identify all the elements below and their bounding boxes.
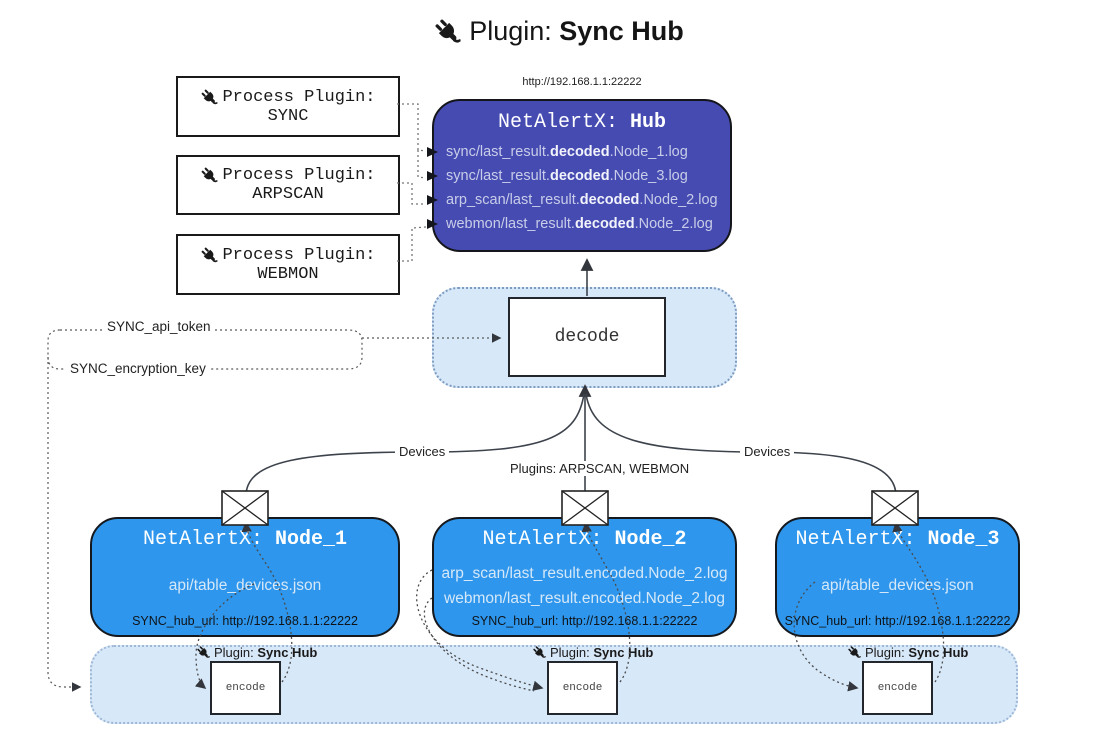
hub-log-line: sync/last_result.decoded.Node_1.log: [427, 140, 730, 164]
plugins-edge-label: Plugins: ARPSCAN, WEBMON: [506, 461, 694, 476]
plug-icon: [433, 17, 463, 47]
process-plugin-label: Process Plugin:: [222, 87, 376, 107]
node-file-line: api/table_devices.json: [168, 577, 322, 594]
edge-sync-plugin-to-hub1: [397, 103, 427, 152]
plug-icon: [847, 645, 862, 660]
encode-box-node3: encode: [862, 661, 933, 715]
netalertx-node2-box: NetAlertX: Node_2 arp_scan/last_result.e…: [432, 517, 737, 637]
hub-url-label: http://192.168.1.1:22222: [522, 76, 642, 88]
node-hub-url: SYNC_hub_url: http://192.168.1.1:22222: [784, 614, 1011, 628]
arrowhead-icon: [427, 147, 438, 157]
edge-secrets-to-encode-band: [47, 357, 82, 692]
process-plugin-label: Process Plugin:: [222, 166, 376, 185]
encode-plugin-label: Plugin: Sync Hub: [532, 645, 653, 660]
process-plugin-label: Process Plugin:: [222, 245, 376, 265]
plug-icon: [200, 166, 219, 185]
edge-sync-plugin-to-hub2: [417, 150, 427, 179]
decode-box: decode: [508, 297, 666, 377]
devices-edge-label-left: Devices: [395, 444, 450, 459]
node-hub-url: SYNC_hub_url: http://192.168.1.1:22222: [132, 614, 358, 628]
process-plugin-webmon-box: Process Plugin: WEBMON: [176, 234, 400, 295]
netalertx-hub-box: NetAlertX: Hub sync/last_result.decoded.…: [427, 99, 732, 252]
process-plugin-name: SYNC: [267, 106, 309, 126]
node-hub-url: SYNC_hub_url: http://192.168.1.1:22222: [471, 614, 698, 628]
sync-encryption-key-label: SYNC_encryption_key: [66, 361, 210, 376]
plug-icon: [200, 246, 219, 265]
encode-box-node1: encode: [210, 661, 281, 715]
process-plugin-sync-box: Process Plugin: SYNC: [176, 76, 400, 137]
devices-edge-label-right: Devices: [740, 444, 795, 459]
arrowhead-icon: [427, 219, 438, 229]
encode-box-node2: encode: [547, 661, 618, 715]
netalertx-node3-box: NetAlertX: Node_3 api/table_devices.json…: [775, 517, 1020, 637]
encode-plugin-label: Plugin: Sync Hub: [847, 645, 968, 660]
hub-header-prefix: NetAlertX:: [497, 111, 630, 134]
plug-icon: [196, 645, 211, 660]
sync-api-token-label: SYNC_api_token: [103, 319, 215, 334]
hub-header-name: Hub: [630, 111, 667, 134]
netalertx-node1-box: NetAlertX: Node_1 api/table_devices.json…: [90, 517, 400, 637]
title-prefix: Plugin:: [469, 16, 560, 46]
hub-log-line: arp_scan/last_result.decoded.Node_2.log: [427, 188, 730, 212]
process-plugin-name: WEBMON: [257, 264, 319, 284]
plug-icon: [200, 88, 219, 107]
node-file-line: webmon/last_result.encoded.Node_2.log: [444, 589, 725, 607]
hub-log-line: sync/last_result.decoded.Node_3.log: [427, 164, 730, 188]
diagram-title: Plugin: Sync Hub: [0, 16, 1117, 47]
node-name: Node_3: [927, 528, 1000, 551]
node-name: Node_1: [275, 528, 348, 551]
encode-plugin-label: Plugin: Sync Hub: [196, 645, 317, 660]
node-file-line: arp_scan/last_result.encoded.Node_2.log: [441, 564, 728, 582]
arrowhead-icon: [427, 171, 438, 181]
node-name: Node_2: [614, 528, 687, 551]
process-plugin-arpscan-box: Process Plugin: ARPSCAN: [176, 155, 400, 215]
arrowhead-icon: [427, 195, 438, 205]
plug-icon: [532, 645, 547, 660]
node-file-line: api/table_devices.json: [821, 577, 974, 594]
title-bold: Sync Hub: [559, 16, 684, 46]
process-plugin-name: ARPSCAN: [252, 185, 324, 204]
edge-arpscan-plugin-to-hub: [397, 182, 426, 205]
edge-webmon-plugin-to-hub: [397, 226, 427, 262]
hub-log-line: webmon/last_result.decoded.Node_2.log: [427, 212, 730, 236]
